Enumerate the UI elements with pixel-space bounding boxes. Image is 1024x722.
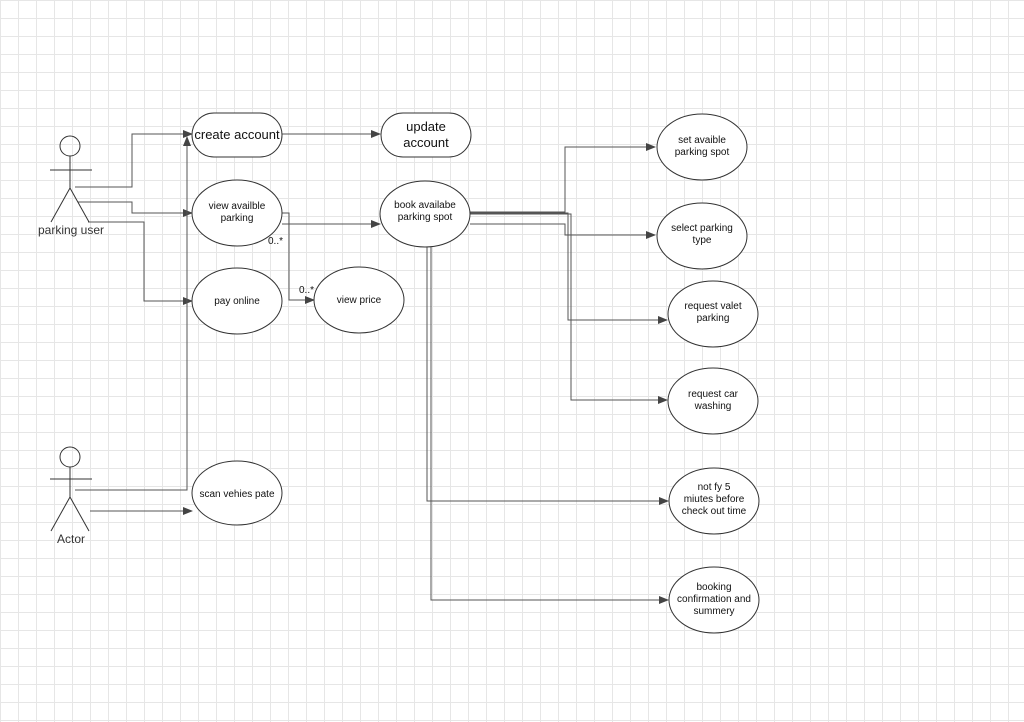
edge-user-view-parking	[78, 201, 193, 217]
use-case-label: scan vehies pate	[199, 489, 274, 500]
use-case-label-line-2: washing	[694, 401, 732, 412]
use-case-label-line-1: book availabe	[394, 200, 456, 211]
actor-label-parking-user: parking user	[38, 223, 104, 237]
use-case-view-available-parking[interactable]: view availble parking	[191, 179, 283, 247]
edge-book-car-wash	[470, 213, 668, 404]
use-case-update-account[interactable]: update account	[380, 112, 472, 158]
edge-book-select-type	[470, 223, 656, 239]
use-case-label-line-3: check out time	[682, 506, 747, 517]
multiplicity-view-price: 0..*	[299, 285, 314, 296]
use-case-label: pay online	[214, 296, 260, 307]
edge-book-valet	[470, 212, 668, 324]
use-case-label-line-1: not fy 5	[698, 482, 731, 493]
use-case-label-line-3: summery	[693, 606, 734, 617]
use-case-scan-vehicle-plate[interactable]: scan vehies pate	[191, 460, 283, 526]
use-case-label-line-1: update	[406, 119, 446, 134]
use-case-label-line-2: account	[403, 135, 449, 150]
edge-actor-create-account	[75, 136, 191, 491]
use-case-book-available-parking-spot[interactable]: book availabe parking spot	[379, 180, 471, 248]
use-case-notify-before-checkout[interactable]: not fy 5 miutes before check out time	[668, 467, 760, 535]
multiplicity-view-parking: 0..*	[268, 236, 283, 247]
edge-user-create-account	[75, 130, 193, 188]
use-case-label-line-2: parking	[697, 313, 730, 324]
use-case-label: create account	[194, 127, 280, 142]
use-case-view-price[interactable]: view price	[313, 266, 405, 334]
use-case-label-line-2: parking spot	[398, 212, 453, 223]
use-case-label-line-1: booking	[696, 582, 731, 593]
actor-label-actor: Actor	[57, 532, 85, 546]
use-case-set-available-parking-spot[interactable]: set avaible parking spot	[656, 113, 748, 181]
use-case-label-line-2: parking spot	[675, 147, 730, 158]
use-case-label-line-2: confirmation and	[677, 594, 751, 605]
edge-book-set-spot	[470, 143, 656, 213]
use-case-booking-confirmation[interactable]: booking confirmation and summery	[668, 566, 760, 634]
use-case-request-valet-parking[interactable]: request valet parking	[667, 280, 759, 348]
edge-view-price	[282, 212, 315, 304]
use-case-label-line-1: view availble	[209, 201, 266, 212]
edge-user-pay-online	[88, 221, 193, 305]
use-case-request-car-washing[interactable]: request car washing	[667, 367, 759, 435]
use-case-label-line-2: parking	[221, 213, 254, 224]
actor-generic: Actor	[50, 446, 92, 546]
use-case-pay-online[interactable]: pay online	[191, 267, 283, 335]
edge-book-notify	[426, 244, 669, 505]
use-case-label-line-2: miutes before	[684, 494, 745, 505]
edge-book-confirmation	[430, 245, 669, 604]
use-case-label-line-1: request car	[688, 389, 739, 400]
actor-parking-user: parking user	[38, 135, 104, 237]
use-case-label-line-1: set avaible	[678, 135, 726, 146]
use-case-label-line-1: request valet	[684, 301, 741, 312]
connectors	[75, 130, 669, 604]
use-case-select-parking-type[interactable]: select parking type	[656, 202, 748, 270]
use-case-label-line-2: type	[693, 235, 712, 246]
use-case-create-account[interactable]: create account	[191, 112, 283, 158]
use-case-label-line-1: select parking	[671, 223, 733, 234]
use-case-label: view price	[337, 295, 382, 306]
